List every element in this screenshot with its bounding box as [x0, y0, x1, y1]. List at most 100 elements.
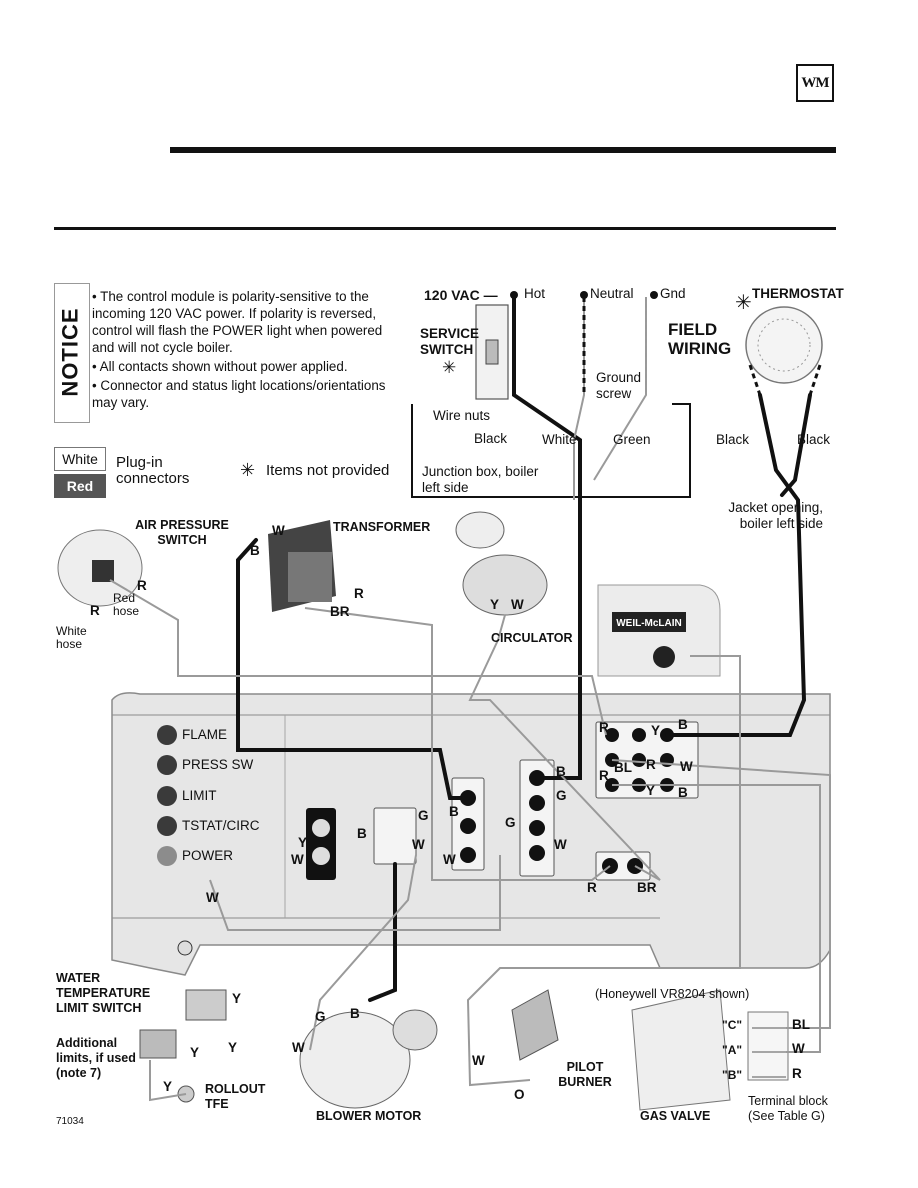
- terminal-c-label: "C": [722, 1018, 743, 1032]
- circulator: [462, 554, 548, 616]
- service-switch-label: SERVICE SWITCH: [420, 326, 480, 357]
- notice-bullet: • Connector and status light locations/o…: [92, 378, 386, 410]
- transformer-label: TRANSFORMER: [333, 520, 431, 534]
- thermostat: [745, 306, 823, 384]
- wire-code: W: [443, 852, 456, 867]
- thermostat-label: THERMOSTAT: [752, 286, 844, 301]
- wire-code: W: [206, 890, 219, 905]
- white-hose-label: White hose: [56, 624, 87, 651]
- ground-wire: [593, 297, 647, 481]
- tstat-circ-light: [157, 816, 177, 836]
- wire-code: Y: [490, 597, 500, 612]
- asterisk-icon: ✳: [442, 358, 457, 377]
- field-wiring-label: FIELD WIRING: [668, 320, 732, 358]
- terminal-a-label: "A": [722, 1043, 743, 1057]
- connector-pin: [312, 819, 330, 837]
- pilot-burner-label: PILOT BURNER: [558, 1060, 612, 1089]
- legend-white-swatch: White: [54, 447, 106, 471]
- figure-number: 71034: [56, 1116, 84, 1127]
- main-connector: [595, 721, 699, 799]
- connector-pin: [529, 795, 545, 811]
- red-hose-label: Red hose: [113, 591, 140, 618]
- connector-pin: [632, 753, 646, 767]
- wire-code: Y: [651, 723, 661, 738]
- wire-code: B: [357, 826, 367, 841]
- thermostat-black-wire-2: [780, 393, 812, 497]
- wire-code: O: [514, 1087, 525, 1102]
- wire-code: W: [511, 597, 524, 612]
- thermostat-black-label-1: Black: [716, 432, 750, 447]
- press-sw-light-label: PRESS SW: [182, 757, 254, 772]
- rollout-label: ROLLOUT TFE: [205, 1082, 266, 1111]
- transformer-face: [288, 552, 332, 602]
- terminal-b-label: "B": [722, 1068, 743, 1082]
- power-connector: [519, 759, 555, 877]
- wire-code: B: [250, 543, 260, 558]
- hot-terminal: [510, 291, 518, 299]
- wire-code: W: [554, 837, 567, 852]
- flame-light-label: FLAME: [182, 727, 228, 742]
- wire-code: B: [556, 764, 566, 779]
- wire-code: R: [354, 586, 364, 601]
- wire-code: W: [472, 1053, 485, 1068]
- blower-connector: [373, 807, 417, 865]
- thermostat-black-wire: [665, 393, 807, 737]
- water-temp-switch-label: WATER TEMPERATURE LIMIT SWITCH: [56, 971, 151, 1015]
- wire-code: R: [792, 1066, 802, 1081]
- connector-pin: [529, 820, 545, 836]
- neutral-label: Neutral: [590, 286, 634, 301]
- wire-code: R: [90, 603, 100, 618]
- notice-bullet: • All contacts shown without power appli…: [92, 359, 348, 374]
- notice-bullets: • The control module is polarity-sensiti…: [92, 288, 402, 413]
- ground-screw-label: Ground screw: [596, 370, 642, 401]
- wire-code: B: [678, 785, 688, 800]
- gas-valve-wire-w: [612, 784, 821, 1053]
- wire-code: Y: [190, 1045, 200, 1060]
- air-switch-red-wire: [109, 579, 607, 736]
- circulator-label: CIRCULATOR: [491, 631, 573, 645]
- blower-white-wire: [309, 854, 417, 1051]
- notice-tab: [54, 283, 90, 423]
- wire-code: B: [350, 1006, 360, 1021]
- wire-code: BL: [614, 760, 632, 775]
- gnd-label: Gnd: [660, 286, 686, 301]
- wire-code: W: [291, 852, 304, 867]
- notice-bullet: • The control module is polarity-sensiti…: [92, 289, 383, 355]
- wire-code: W: [412, 837, 425, 852]
- air-pressure-switch-label: AIR PRESSURE SWITCH: [135, 518, 229, 547]
- wire-code: Y: [232, 991, 242, 1006]
- dashed-wires: [512, 297, 822, 396]
- connector-pin: [460, 818, 476, 834]
- limit-switch: [185, 989, 227, 1021]
- asterisk-icon: ✳: [735, 292, 752, 314]
- wire-code: B: [678, 717, 688, 732]
- wire-code: G: [315, 1009, 326, 1024]
- ground-screw: [177, 940, 193, 956]
- wire-code: Y: [646, 783, 656, 798]
- pilot-burner: [511, 989, 559, 1061]
- control-brand-plate: [612, 612, 686, 632]
- switch-toggle: [485, 339, 499, 365]
- blower-motor-label: BLOWER MOTOR: [316, 1109, 422, 1123]
- additional-limits-box: [139, 1029, 177, 1059]
- connector-pin: [312, 847, 330, 865]
- blower-outlet: [392, 1009, 438, 1051]
- wire-code: W: [272, 523, 285, 538]
- logo-text: WM: [801, 74, 829, 91]
- wire-code: G: [505, 815, 516, 830]
- wire-code: Y: [163, 1079, 173, 1094]
- jacket-opening-label: Jacket opening, boiler left side: [728, 500, 823, 531]
- weil-mclain-logo: WM: [796, 64, 834, 102]
- neutral-terminal: [580, 291, 588, 299]
- transformer-connector: [306, 808, 336, 880]
- wire-code: W: [792, 1041, 805, 1056]
- wire-nuts-label: Wire nuts: [433, 408, 491, 423]
- tstat-circ-light-label: TSTAT/CIRC: [182, 818, 260, 833]
- wire-code: G: [556, 788, 567, 803]
- pilot-wire: [466, 655, 741, 1087]
- connector-pin: [460, 847, 476, 863]
- circulator-head: [455, 511, 505, 549]
- air-switch-body: [92, 560, 114, 582]
- blower-motor: [299, 1011, 411, 1109]
